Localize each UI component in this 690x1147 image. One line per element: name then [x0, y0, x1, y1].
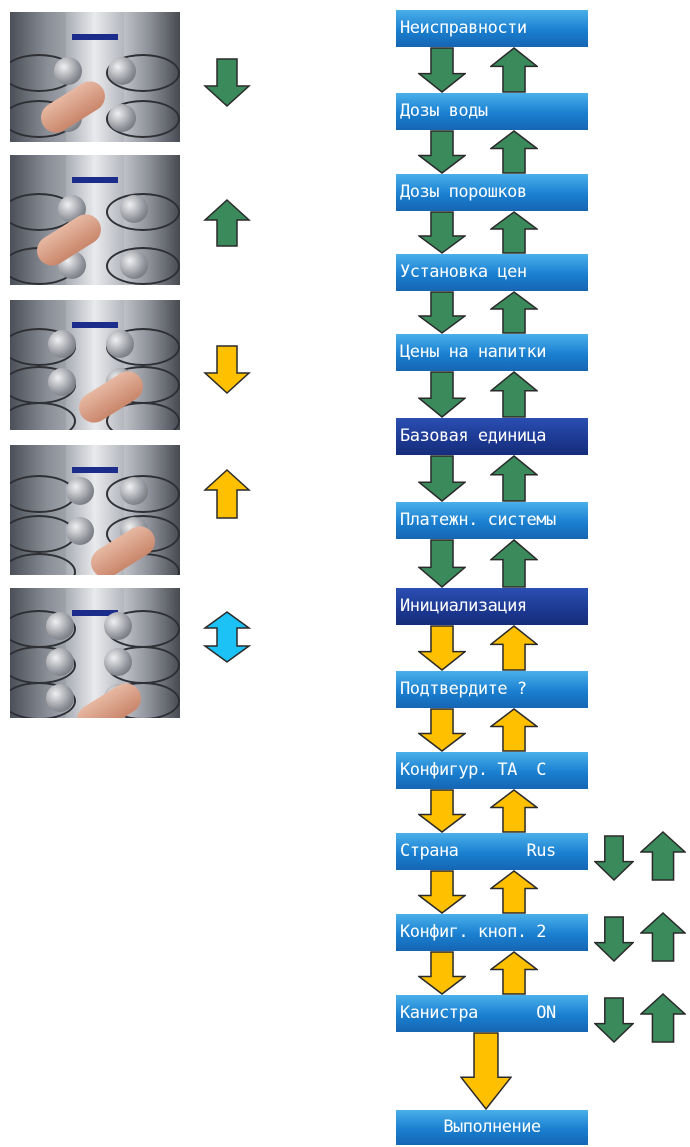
- arrow-up-icon: [490, 47, 538, 93]
- menu-screen-machine-config: Конфигур. ТА C: [396, 752, 588, 789]
- arrow-down-icon: [594, 916, 634, 962]
- menu-screen-payment-systems: Платежн. системы: [396, 502, 588, 539]
- arrow-down-icon: [418, 455, 466, 502]
- arrow-down-icon: [594, 997, 634, 1043]
- arrow-down-icon: [418, 625, 466, 671]
- arrow-down-icon: [418, 870, 466, 914]
- menu-screen-price-setup: Установка цен: [396, 254, 588, 291]
- green-arrow-down-icon: [203, 58, 251, 108]
- arrow-up-icon: [490, 789, 538, 833]
- menu-screen-confirm: Подтвердите ?: [396, 671, 588, 708]
- arrow-down-icon: [418, 371, 466, 418]
- arrow-up-icon: [490, 951, 538, 995]
- green-arrow-up-icon: [203, 198, 251, 247]
- menu-screen-initialization: Инициализация: [396, 588, 588, 625]
- arrow-up-icon: [490, 455, 538, 502]
- arrow-up-icon: [640, 993, 686, 1043]
- photo-hand-pressing-down-key: [10, 12, 180, 142]
- arrow-down-icon: [418, 789, 466, 833]
- menu-screen-button-config: Конфиг. кноп. 2: [396, 914, 588, 951]
- arrow-down-icon: [418, 951, 466, 995]
- arrow-down-icon: [418, 47, 466, 93]
- yellow-arrow-up-icon: [203, 468, 251, 519]
- arrow-up-icon: [490, 130, 538, 174]
- menu-screen-base-unit: Базовая единица: [396, 418, 588, 455]
- menu-screen-drink-prices: Цены на напитки: [396, 334, 588, 371]
- arrow-up-icon: [490, 211, 538, 254]
- photo-hand-pressing-up-key: [10, 155, 180, 285]
- arrow-down-icon: [418, 291, 466, 334]
- yellow-arrow-down-icon: [203, 345, 251, 395]
- photo-hand-pressing-second-down-key: [10, 300, 180, 430]
- menu-screen-faults: Неисправности: [396, 10, 588, 47]
- menu-screen-execution: Выполнение: [396, 1110, 588, 1145]
- menu-screen-water-doses: Дозы воды: [396, 93, 588, 130]
- menu-screen-canister: Канистра ON: [396, 995, 588, 1032]
- photo-hand-pressing-second-up-key: [10, 445, 180, 575]
- menu-screen-powder-doses: Дозы порошков: [396, 174, 588, 211]
- arrow-down-icon: [460, 1032, 512, 1110]
- arrow-down-icon: [418, 708, 466, 752]
- arrow-up-icon: [490, 371, 538, 418]
- arrow-up-icon: [490, 870, 538, 914]
- arrow-up-icon: [490, 291, 538, 334]
- menu-screen-country: Страна Rus: [396, 833, 588, 870]
- arrow-up-icon: [490, 625, 538, 671]
- arrow-down-icon: [418, 211, 466, 254]
- arrow-down-icon: [418, 130, 466, 174]
- photo-hand-pressing-confirm-key: [10, 588, 180, 718]
- arrow-down-icon: [594, 835, 634, 881]
- cyan-double-arrow-icon: [203, 611, 251, 663]
- arrow-down-icon: [418, 539, 466, 588]
- arrow-up-icon: [490, 708, 538, 752]
- arrow-up-icon: [490, 539, 538, 588]
- arrow-up-icon: [640, 831, 686, 881]
- arrow-up-icon: [640, 912, 686, 962]
